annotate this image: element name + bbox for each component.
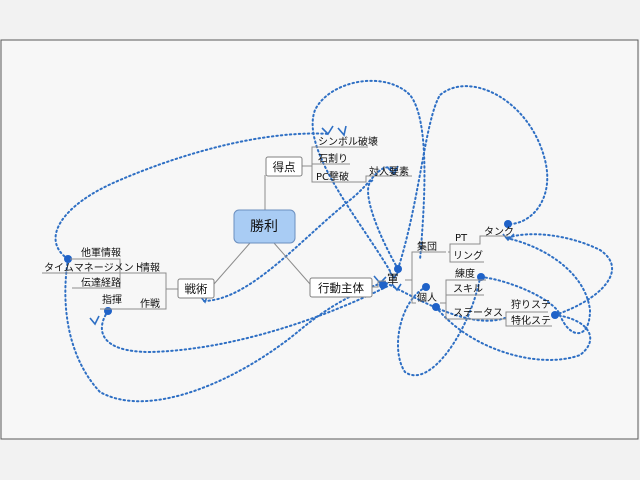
- dot-marker: [551, 311, 559, 319]
- node-taijin-label[interactable]: 対人要素: [369, 165, 409, 178]
- relation-line-tokka-tank: [506, 233, 613, 316]
- node-shuudan-label[interactable]: 集団: [417, 240, 437, 253]
- relation-line-gun-taijin-2: [367, 179, 399, 270]
- root-node-label: 勝利: [250, 219, 278, 235]
- node-pt-label[interactable]: PT: [455, 233, 468, 244]
- relation-line-gun-symbol: [311, 79, 426, 272]
- dot-marker: [379, 281, 387, 289]
- node-tank-label[interactable]: タンク: [484, 226, 514, 238]
- dot-marker: [432, 303, 440, 311]
- node-tokuten[interactable]: 得点: [265, 156, 303, 177]
- node-senjutsu[interactable]: 戦術: [177, 278, 215, 299]
- relation-line-senjutsu-taijin: [203, 166, 396, 302]
- relation-line-kojin-tokka: [435, 306, 592, 361]
- node-tokuten-box: [265, 156, 303, 177]
- node-tokuten-label: 得点: [273, 160, 296, 174]
- node-status-label[interactable]: ステータス: [453, 307, 503, 319]
- node-dentatsu-label[interactable]: 伝達経路: [81, 276, 121, 289]
- arrow-icon: [391, 283, 402, 292]
- dot-marker: [422, 283, 430, 291]
- node-senjutsu-box: [177, 278, 215, 299]
- root-node-box: [233, 209, 296, 244]
- dot-marker: [64, 255, 72, 263]
- arrow-icon: [389, 270, 400, 280]
- root-node[interactable]: 勝利: [233, 209, 296, 244]
- node-skill-label[interactable]: スキル: [453, 284, 483, 295]
- dot-marker: [477, 273, 485, 281]
- canvas-area: [0, 39, 639, 440]
- node-shiki-label[interactable]: 指揮: [102, 293, 122, 306]
- node-senjutsu-label: 戦術: [185, 282, 208, 296]
- node-timemanage-label[interactable]: タイムマネージメント: [44, 262, 144, 274]
- node-sakusen-label[interactable]: 作戦: [140, 297, 160, 310]
- relation-line-gun-taijin: [397, 85, 549, 270]
- node-koudou[interactable]: 行動主体: [309, 277, 373, 298]
- arrow-icon: [337, 125, 347, 137]
- node-renndo-label[interactable]: 練度: [455, 267, 475, 280]
- node-ring-label[interactable]: リング: [453, 249, 483, 262]
- dot-marker: [504, 220, 512, 228]
- relation-line-tagun-symbol: [54, 132, 331, 260]
- node-jouhou-label[interactable]: 情報: [140, 261, 160, 274]
- node-koudou-label: 行動主体: [318, 281, 364, 295]
- node-symbol-label[interactable]: シンボル破壊: [318, 135, 378, 148]
- node-karisute-label[interactable]: 狩りステ: [511, 298, 551, 311]
- node-tokkasute-label[interactable]: 特化ステ: [511, 314, 551, 327]
- branch-lines: [42, 146, 552, 327]
- relation-line-kojin-loop: [397, 277, 481, 377]
- relation-line-dentatsu-gun: [64, 258, 386, 403]
- node-pc-label[interactable]: PC撃破: [316, 170, 349, 183]
- arrow-icon: [387, 165, 399, 176]
- node-koudou-box: [309, 277, 373, 298]
- node-gun-label[interactable]: 軍: [387, 272, 399, 286]
- arrow-icon: [89, 315, 100, 326]
- dot-marker: [104, 307, 112, 315]
- node-kojin-label[interactable]: 個人: [417, 291, 437, 304]
- node-tagun-label[interactable]: 他軍情報: [81, 246, 121, 259]
- relation-line-shiki-gun: [100, 285, 389, 354]
- relation-line-renndo-tank: [480, 237, 592, 335]
- node-ishiwari-label[interactable]: 石割り: [318, 152, 348, 165]
- arrow-icon: [321, 125, 334, 136]
- dot-marker: [394, 265, 402, 273]
